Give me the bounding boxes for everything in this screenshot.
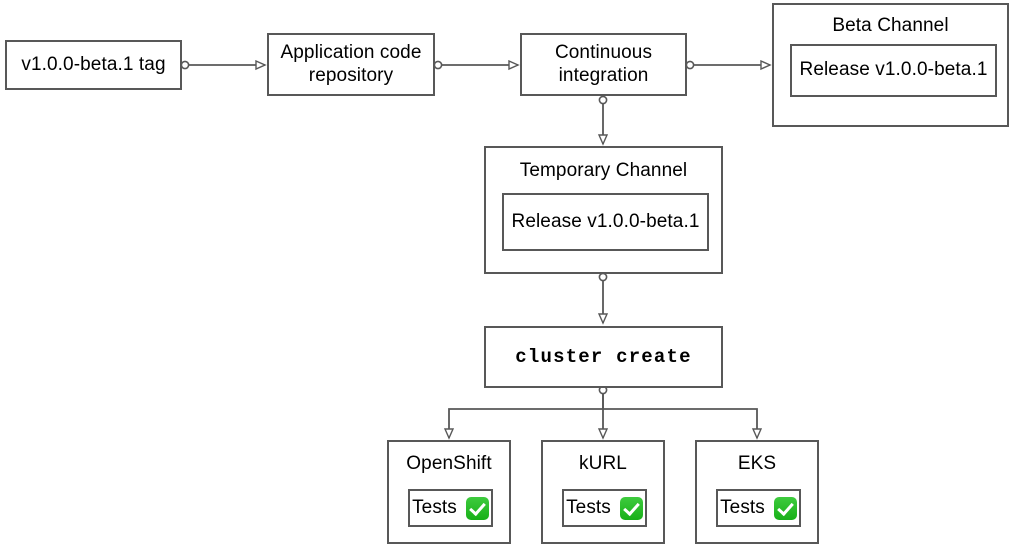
node-openshift-tests-box[interactable]: Tests bbox=[408, 489, 493, 527]
node-beta-channel[interactable]: Beta Channel Release v1.0.0-beta.1 bbox=[772, 3, 1009, 127]
edge-cluster-create-to-eks bbox=[603, 408, 757, 438]
node-openshift[interactable]: OpenShift Tests bbox=[387, 440, 511, 544]
edge-cluster-create-to-openshift bbox=[449, 385, 608, 438]
node-temporary-channel-title: Temporary Channel bbox=[519, 160, 688, 181]
node-application-code-repository-label-line1: Application code bbox=[280, 42, 422, 64]
check-mark-button-icon bbox=[465, 496, 489, 520]
node-openshift-title: OpenShift bbox=[406, 453, 492, 474]
node-kurl-tests-box[interactable]: Tests bbox=[562, 489, 647, 527]
node-cluster-create-label: cluster create bbox=[515, 345, 692, 368]
edge-repo-to-ci bbox=[433, 61, 518, 68]
node-eks-tests-box[interactable]: Tests bbox=[716, 489, 801, 527]
node-beta-channel-release-box[interactable]: Release v1.0.0-beta.1 bbox=[790, 44, 997, 97]
node-temporary-channel-release-box[interactable]: Release v1.0.0-beta.1 bbox=[502, 193, 709, 251]
node-application-code-repository-label-line2: repository bbox=[308, 64, 394, 86]
node-kurl-title: kURL bbox=[579, 453, 627, 474]
node-eks-title: EKS bbox=[737, 453, 777, 474]
edge-temporary-channel-to-cluster-create bbox=[599, 272, 606, 323]
node-openshift-tests-label: Tests bbox=[412, 496, 457, 518]
node-version-tag[interactable]: v1.0.0-beta.1 tag bbox=[5, 40, 182, 90]
node-temporary-channel-release-label: Release v1.0.0-beta.1 bbox=[511, 210, 700, 232]
check-mark-button-icon bbox=[773, 496, 797, 520]
edge-ci-to-temporary-channel bbox=[599, 95, 606, 144]
node-eks-tests-label: Tests bbox=[720, 496, 765, 518]
check-mark-button-icon bbox=[619, 496, 643, 520]
node-continuous-integration-label-line1: Continuous bbox=[554, 42, 653, 64]
node-version-tag-label: v1.0.0-beta.1 tag bbox=[21, 53, 166, 75]
node-cluster-create[interactable]: cluster create bbox=[484, 326, 723, 388]
node-beta-channel-release-label: Release v1.0.0-beta.1 bbox=[799, 59, 988, 81]
node-application-code-repository[interactable]: Application code repository bbox=[267, 33, 435, 96]
node-kurl[interactable]: kURL Tests bbox=[541, 440, 665, 544]
node-continuous-integration[interactable]: Continuous integration bbox=[520, 33, 687, 96]
node-kurl-tests-label: Tests bbox=[566, 496, 611, 518]
node-continuous-integration-label-line2: integration bbox=[558, 64, 649, 86]
edge-tag-to-repo bbox=[180, 61, 265, 68]
edge-ci-to-beta-channel bbox=[685, 61, 770, 68]
node-temporary-channel[interactable]: Temporary Channel Release v1.0.0-beta.1 bbox=[484, 146, 723, 274]
node-eks[interactable]: EKS Tests bbox=[695, 440, 819, 544]
node-beta-channel-title: Beta Channel bbox=[832, 15, 949, 36]
